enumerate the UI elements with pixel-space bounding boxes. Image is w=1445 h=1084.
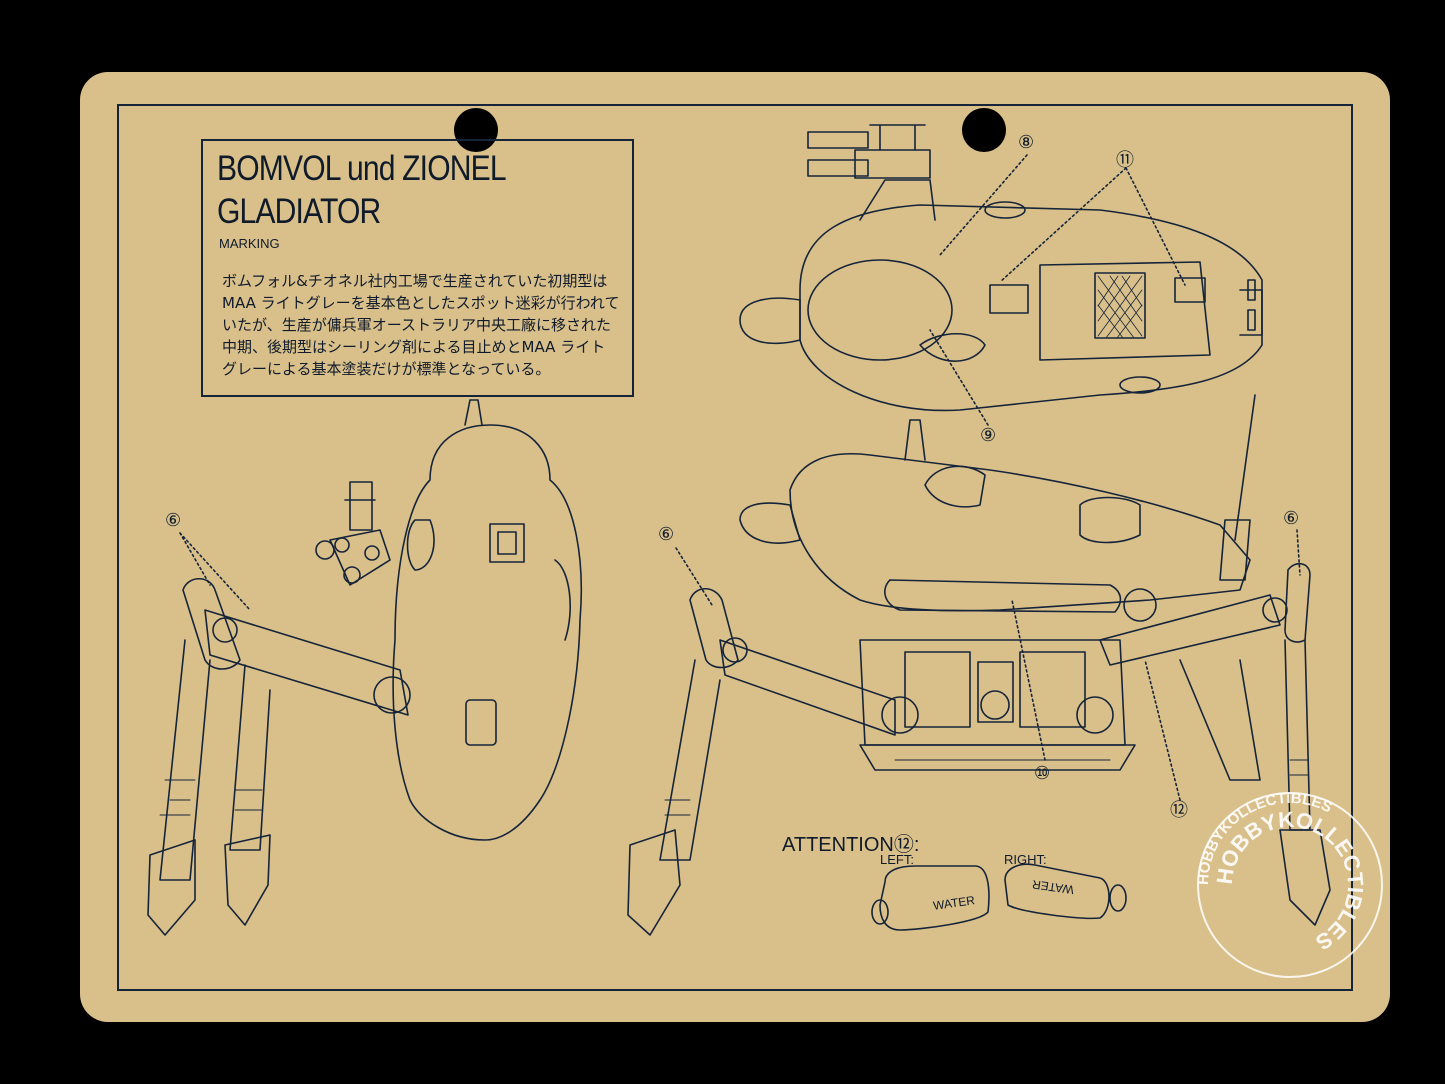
callout-10: ⑩ [1034, 763, 1051, 784]
title-box [201, 139, 634, 397]
callout-leader-6-side-right [1296, 529, 1301, 576]
title-line-1: BOMVOL und ZIONEL [217, 149, 507, 188]
hanger-hole-right [962, 108, 1006, 152]
callout-leader-11 [999, 167, 1186, 286]
watermark-stamp: HOBBYKOLLECTIBLES HOBBYKOLLECTIBLES [1195, 790, 1383, 978]
description-line: MAA ライトグレーを基本色としたスポット迷彩が行われて [222, 294, 620, 312]
callout-leader-9 [929, 329, 989, 426]
description-line: 中期、後期型はシーリング剤による目止めとMAA ライト [222, 338, 606, 356]
callout-6-side-left: ⑥ [658, 524, 675, 545]
description-line: いたが、生産が傭兵軍オーストラリア中央工廠に移された [222, 316, 611, 334]
description-line: ボムフォル&チオネル社内工場で生産されていた初期型は [222, 272, 608, 290]
instruction-card [80, 72, 1390, 1022]
water-tank-left-drawing [871, 865, 990, 931]
description-text: ボムフォル&チオネル社内工場で生産されていた初期型は MAA ライトグレーを基本… [222, 270, 622, 380]
callout-6-front: ⑥ [165, 510, 182, 531]
right-label: RIGHT: [1004, 852, 1047, 867]
hanger-hole-left [454, 108, 498, 152]
callout-8: ⑧ [1018, 132, 1035, 153]
callout-leader-6-front [179, 532, 251, 611]
side-view-drawing [627, 394, 1331, 936]
left-label: LEFT: [880, 852, 914, 867]
callout-6-side-right: ⑥ [1283, 508, 1300, 529]
callout-leader-12 [1144, 659, 1181, 801]
callout-leader-10 [1011, 599, 1046, 761]
top-view-drawing [739, 124, 1263, 412]
card-border [117, 104, 1353, 991]
title-subtitle: MARKING [219, 236, 280, 251]
callout-12: ⑫ [1170, 800, 1188, 821]
callout-leader-8 [939, 154, 1028, 256]
callout-leader-6-side-left [675, 547, 713, 606]
title-line-2: GLADIATOR [217, 192, 381, 231]
callout-9: ⑨ [980, 425, 997, 446]
front-view-drawing [147, 399, 583, 936]
water-tank-right-drawing [1004, 863, 1127, 920]
callout-11: ⑪ [1116, 150, 1134, 171]
attention-label: ATTENTION⑫: [782, 834, 920, 856]
description-line: グレーによる基本塗装だけが標準となっている。 [222, 360, 551, 378]
